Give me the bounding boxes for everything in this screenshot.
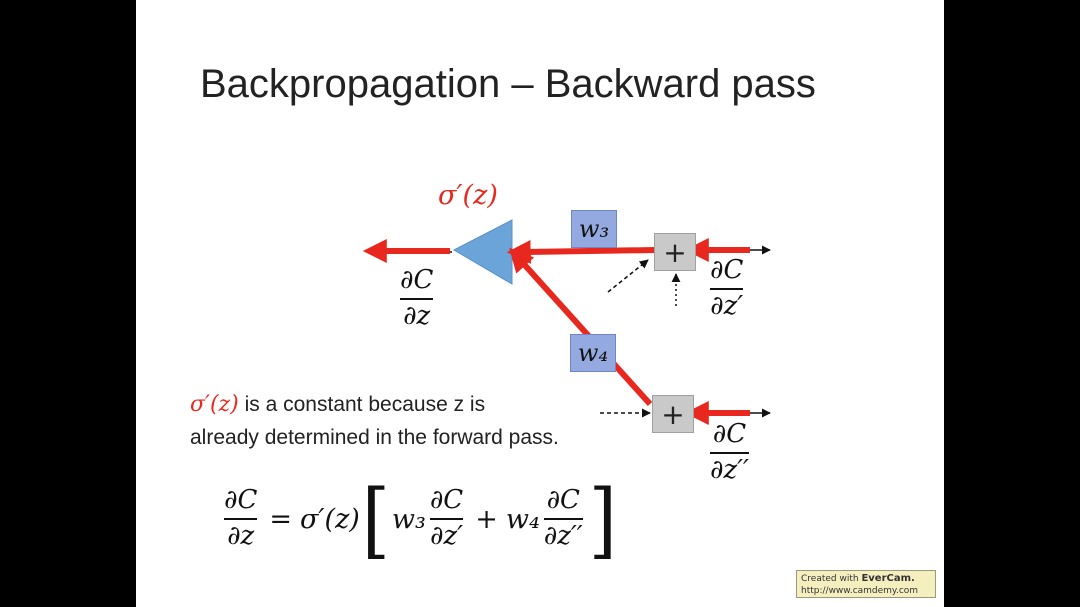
eq-lhs-fraction: ∂C ∂z: [224, 485, 258, 552]
weight-w3-label: w₃: [578, 215, 610, 243]
fraction-dC-dz-double-prime: ∂C ∂z′′: [710, 419, 749, 486]
activation-derivative-label: σ′(z): [438, 180, 498, 211]
denominator: ∂z′: [710, 290, 744, 321]
watermark-line-1: Created with EverCam.: [801, 572, 931, 586]
eq-w3: w₃: [391, 503, 426, 535]
note-line-1-text: is a constant because z is: [238, 393, 486, 416]
weight-w3-box: w₃: [571, 210, 617, 248]
dashed-input-top-left: [607, 259, 649, 293]
eq-left-bracket: [: [361, 470, 390, 568]
note-line-2: already determined in the forward pass.: [190, 426, 559, 450]
fraction-bar: [710, 287, 744, 290]
weight-w4-box: w₄: [570, 334, 616, 372]
adder-top: +: [654, 233, 696, 271]
fraction-dC-dz: ∂C ∂z: [400, 265, 434, 332]
fraction-bar: [710, 451, 749, 454]
weight-w4-label: w₄: [577, 339, 609, 367]
slide-title: Backpropagation – Backward pass: [200, 62, 816, 106]
denominator: ∂z: [227, 521, 255, 551]
eq-right-bracket: ]: [588, 470, 617, 568]
fraction-dC-dz-prime: ∂C ∂z′: [710, 255, 744, 322]
numerator: ∂C: [224, 485, 258, 516]
slide: Backpropagation – Backward pass σ′(z) w₃: [136, 0, 944, 607]
watermark-created-with: Created with: [801, 574, 862, 584]
explanation-note: σ′(z) is a constant because z is already…: [190, 388, 559, 455]
backward-arrow-w4: [509, 247, 653, 407]
eq-sigma: σ′(z): [299, 503, 360, 535]
chain-rule-equation: ∂C ∂z = σ′(z) [ w₃ ∂C ∂z′ + w₄ ∂C ∂z′′ ]: [220, 476, 619, 562]
watermark-brand: EverCam.: [861, 573, 915, 584]
note-line-1: σ′(z) is a constant because z is: [190, 388, 559, 422]
denominator: ∂z′′: [710, 454, 749, 485]
fraction-bar: [224, 518, 258, 520]
denominator: ∂z′: [430, 521, 464, 551]
eq-equals: =: [269, 503, 292, 535]
watermark-url[interactable]: http://www.camdemy.com: [801, 585, 919, 596]
backward-arrow-w3: [506, 239, 657, 264]
eq-w4: w₄: [505, 503, 540, 535]
numerator: ∂C: [712, 419, 747, 449]
numerator: ∂C: [400, 265, 434, 295]
neuron-triangle: [452, 219, 513, 285]
numerator: ∂C: [710, 255, 744, 285]
fraction-bar: [429, 518, 464, 520]
eq-fraction-dz-double-prime: ∂C ∂z′′: [543, 485, 583, 552]
numerator: ∂C: [546, 485, 580, 516]
eq-fraction-dz-prime: ∂C ∂z′: [429, 485, 464, 552]
backprop-diagram: [362, 219, 771, 425]
denominator: ∂z′′: [543, 521, 583, 551]
adder-bottom: +: [652, 395, 694, 433]
fraction-bar: [400, 297, 434, 300]
denominator: ∂z: [403, 300, 431, 331]
note-sigma: σ′(z): [190, 392, 239, 417]
numerator: ∂C: [429, 485, 464, 516]
fraction-bar: [543, 518, 583, 520]
evercam-watermark[interactable]: Created with EverCam. http://www.camdemy…: [796, 570, 936, 598]
eq-plus: +: [475, 503, 498, 535]
